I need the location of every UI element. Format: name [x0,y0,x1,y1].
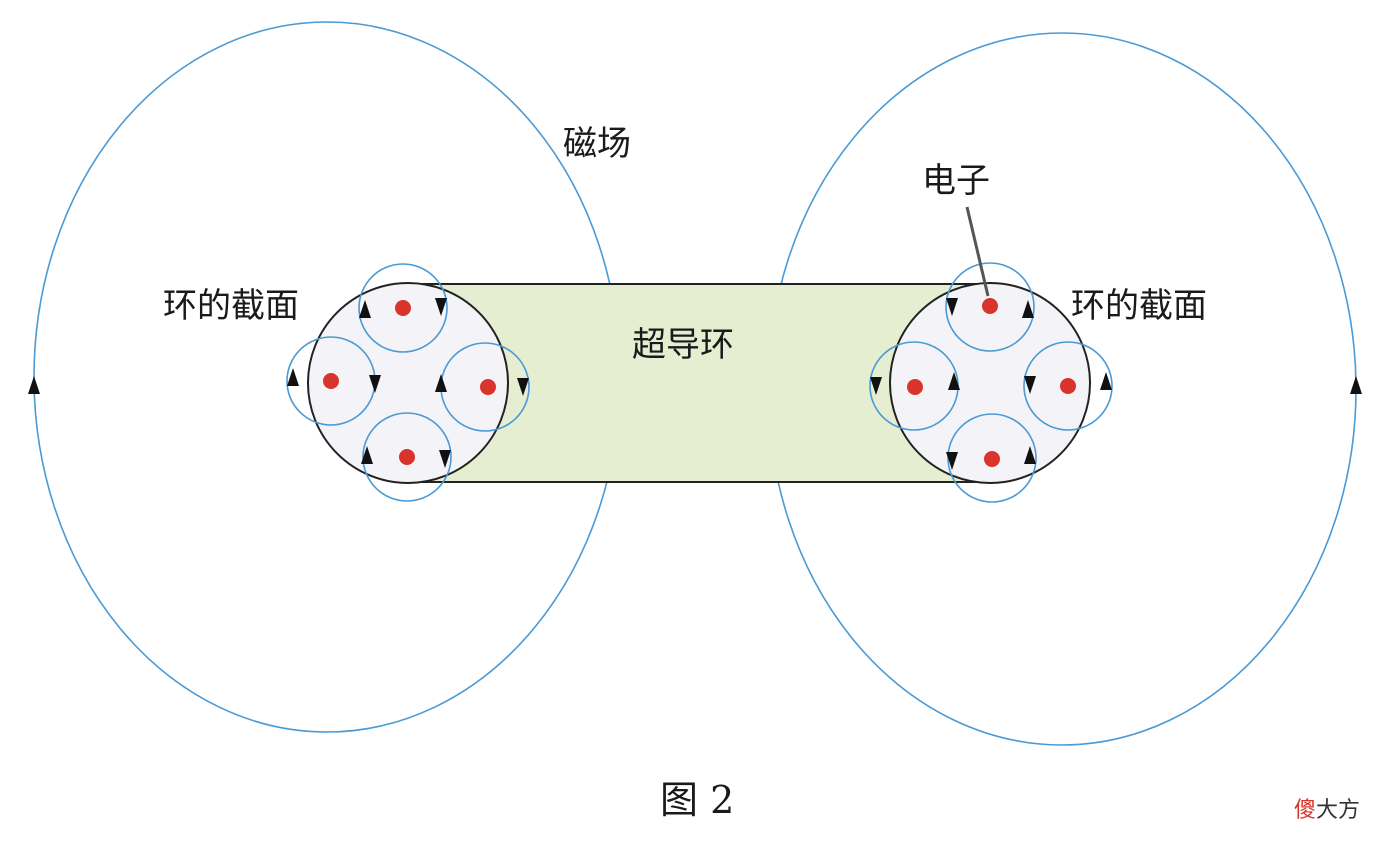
electron-dot [399,449,415,465]
loop-arrow-up [287,368,299,386]
section-disc [307,282,509,484]
loop-arrow-up [1024,446,1036,464]
loop-arrow-down [946,452,958,470]
label-ring: 超导环 [632,325,734,365]
loop-arrow-down [946,298,958,316]
loop-arrow-up [1022,300,1034,318]
electron-loop [1023,341,1113,431]
loop-arrow-down [1024,376,1036,394]
ring-section-left [286,263,530,502]
label-section-left: 环的截面 [163,286,299,326]
loop-arrow-down [870,377,882,395]
label-electron: 电子 [922,161,990,201]
loop-arrow-down [435,298,447,316]
section-disc [889,282,1091,484]
electron-loop [945,262,1035,352]
ring-section-right [869,262,1113,503]
watermark-accent-char: 傻 [1293,798,1316,823]
electron-dot [907,379,923,395]
electron-pointer-line [965,206,990,297]
label-magnetic-field: 磁场 [563,124,631,164]
field-arrow-right-outer [1350,376,1362,394]
loop-arrow-down [369,375,381,393]
loop-arrow-up [948,372,960,390]
electron-dot [480,379,496,395]
electron-dot [982,298,998,314]
watermark-rest: 大方 [1315,798,1360,823]
watermark: 傻大方 [1294,792,1360,824]
figure-caption: 图 2 [660,778,734,822]
label-section-right: 环的截面 [1071,286,1207,326]
loop-arrow-up [1100,372,1112,390]
electron-loop [358,263,448,353]
loop-arrow-down [439,450,451,468]
electron-dot [395,300,411,316]
electron-dot [1060,378,1076,394]
loop-arrow-down [517,378,529,396]
electron-dot [323,373,339,389]
electron-dot [984,451,1000,467]
electron-loop [362,412,452,502]
loop-arrow-up [361,446,373,464]
field-arrow-left-outer [28,376,40,394]
loop-arrow-up [359,300,371,318]
loop-arrow-up [435,374,447,392]
